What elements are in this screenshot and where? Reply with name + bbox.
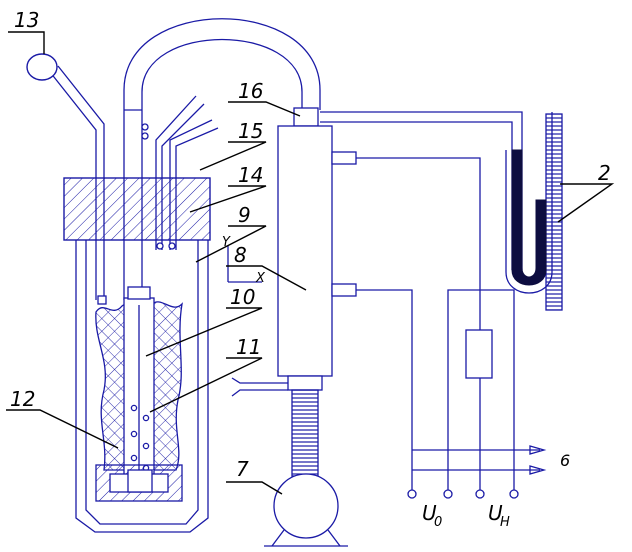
part-labels: 13 16 15 14 9 8 10 11 12 7 2 6 U 0 U H: [10, 8, 611, 530]
leader-lines: [6, 31, 615, 495]
vertical-column: [277, 107, 357, 391]
label-7: 7: [236, 457, 249, 481]
svg-text:X: X: [255, 271, 266, 286]
label-15: 15: [238, 119, 263, 143]
label-14: 14: [238, 163, 263, 187]
arch-tube: [123, 18, 321, 110]
bellows-hose: [291, 389, 319, 477]
label-12: 12: [10, 387, 35, 411]
resistor: [465, 329, 493, 379]
label-u0: U: [422, 501, 437, 525]
label-8: 8: [234, 243, 247, 267]
label-10: 10: [230, 285, 255, 309]
vacuum-pump: [264, 473, 348, 547]
label-uh: U: [488, 501, 503, 525]
side-inlet: [231, 377, 288, 397]
label-11: 11: [236, 335, 261, 359]
axis-indicator: Y X: [222, 235, 266, 286]
electrical-circuit: [356, 157, 547, 499]
label-uh-sub: H: [500, 515, 510, 530]
wire-leads: [141, 95, 219, 250]
sample-top-cap: [127, 286, 151, 300]
label-2: 2: [598, 161, 611, 185]
dewar-vessel: [75, 240, 209, 533]
manometer: [320, 111, 563, 311]
label-6: 6: [560, 451, 570, 470]
handle-tube: [49, 65, 107, 305]
label-9: 9: [238, 203, 251, 227]
lid-flange: [63, 177, 211, 241]
handle-knob: [26, 53, 58, 81]
svg-text:Y: Y: [222, 235, 231, 250]
central-rod: [123, 109, 143, 300]
label-13: 13: [14, 8, 39, 32]
label-u0-sub: 0: [434, 515, 442, 530]
label-16: 16: [238, 79, 263, 103]
